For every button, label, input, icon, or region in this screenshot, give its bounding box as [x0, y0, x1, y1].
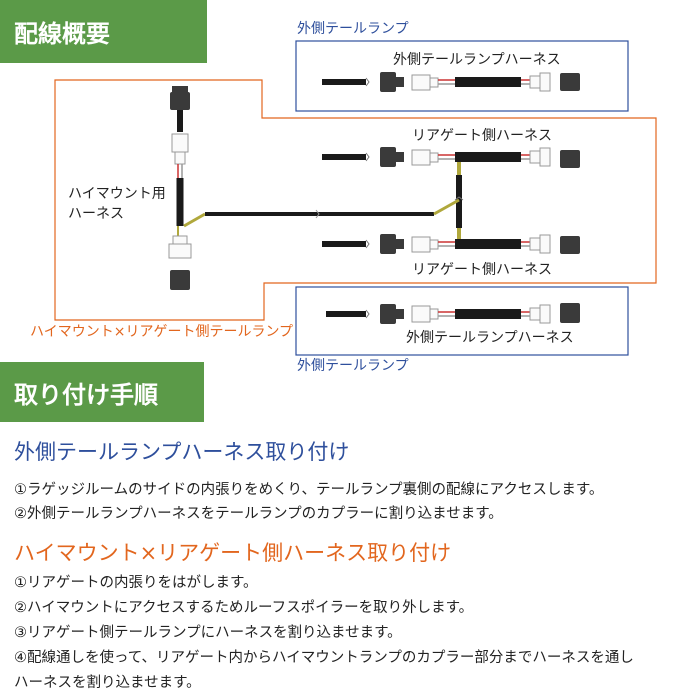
step-item: ①ラゲッジルームのサイドの内張りをめくり、テールランプ裏側の配線にアクセスします…	[14, 482, 604, 498]
step-item: ①リアゲートの内張りをはがします。	[14, 575, 258, 591]
wiring-diagram	[54, 40, 657, 356]
step-item: ③リアゲート側テールランプにハーネスを割り込ませます。	[14, 625, 402, 641]
step-item: ②ハイマウントにアクセスするためルーフスポイラーを取り外します。	[14, 600, 474, 616]
outer-tail-harness-top	[322, 72, 580, 92]
highmount-rear-gate-label: ハイマウント×リアゲート側テールランプ	[30, 324, 294, 340]
step-item: ハーネスを割り込ませます。	[14, 675, 201, 691]
section-title-install-steps: 取り付け手順	[0, 362, 204, 422]
highmount-harness-label-line1: ハイマウント用	[68, 186, 166, 202]
highmount-rear-gate-frame	[54, 79, 657, 321]
step-item: ②外側テールランプハーネスをテールランプのカプラーに割り込ませます。	[14, 506, 503, 522]
highmount-harness-label-line2: ハーネス	[68, 206, 124, 222]
section-title-wiring-overview: 配線概要	[0, 0, 207, 63]
rear-gate-harness-label-bottom: リアゲート側ハーネス	[412, 262, 552, 278]
highmount-link-wire	[183, 198, 460, 228]
rear-gate-harness-bottom	[322, 234, 580, 254]
step-item: ④配線通しを使って、リアゲート内からハイマウントランプのカプラー部分までハーネス…	[14, 650, 634, 666]
rear-gate-harness-top	[322, 147, 580, 168]
outer-tail-harness-label-bottom: 外側テールランプハーネス	[406, 330, 574, 346]
outer-tail-harness-label-top: 外側テールランプハーネス	[393, 52, 561, 68]
heading-highmount-rear-gate-install: ハイマウント×リアゲート側ハーネス取り付け	[14, 541, 452, 565]
outer-tail-harness-bottom	[326, 303, 580, 324]
highmount-harness	[168, 86, 192, 290]
rear-gate-harness-label-top: リアゲート側ハーネス	[412, 128, 552, 144]
outer-tail-lamp-label-bottom: 外側テールランプ	[297, 358, 409, 374]
outer-tail-lamp-label-top: 外側テールランプ	[297, 21, 409, 37]
heading-outer-tail-install: 外側テールランプハーネス取り付け	[14, 440, 350, 464]
